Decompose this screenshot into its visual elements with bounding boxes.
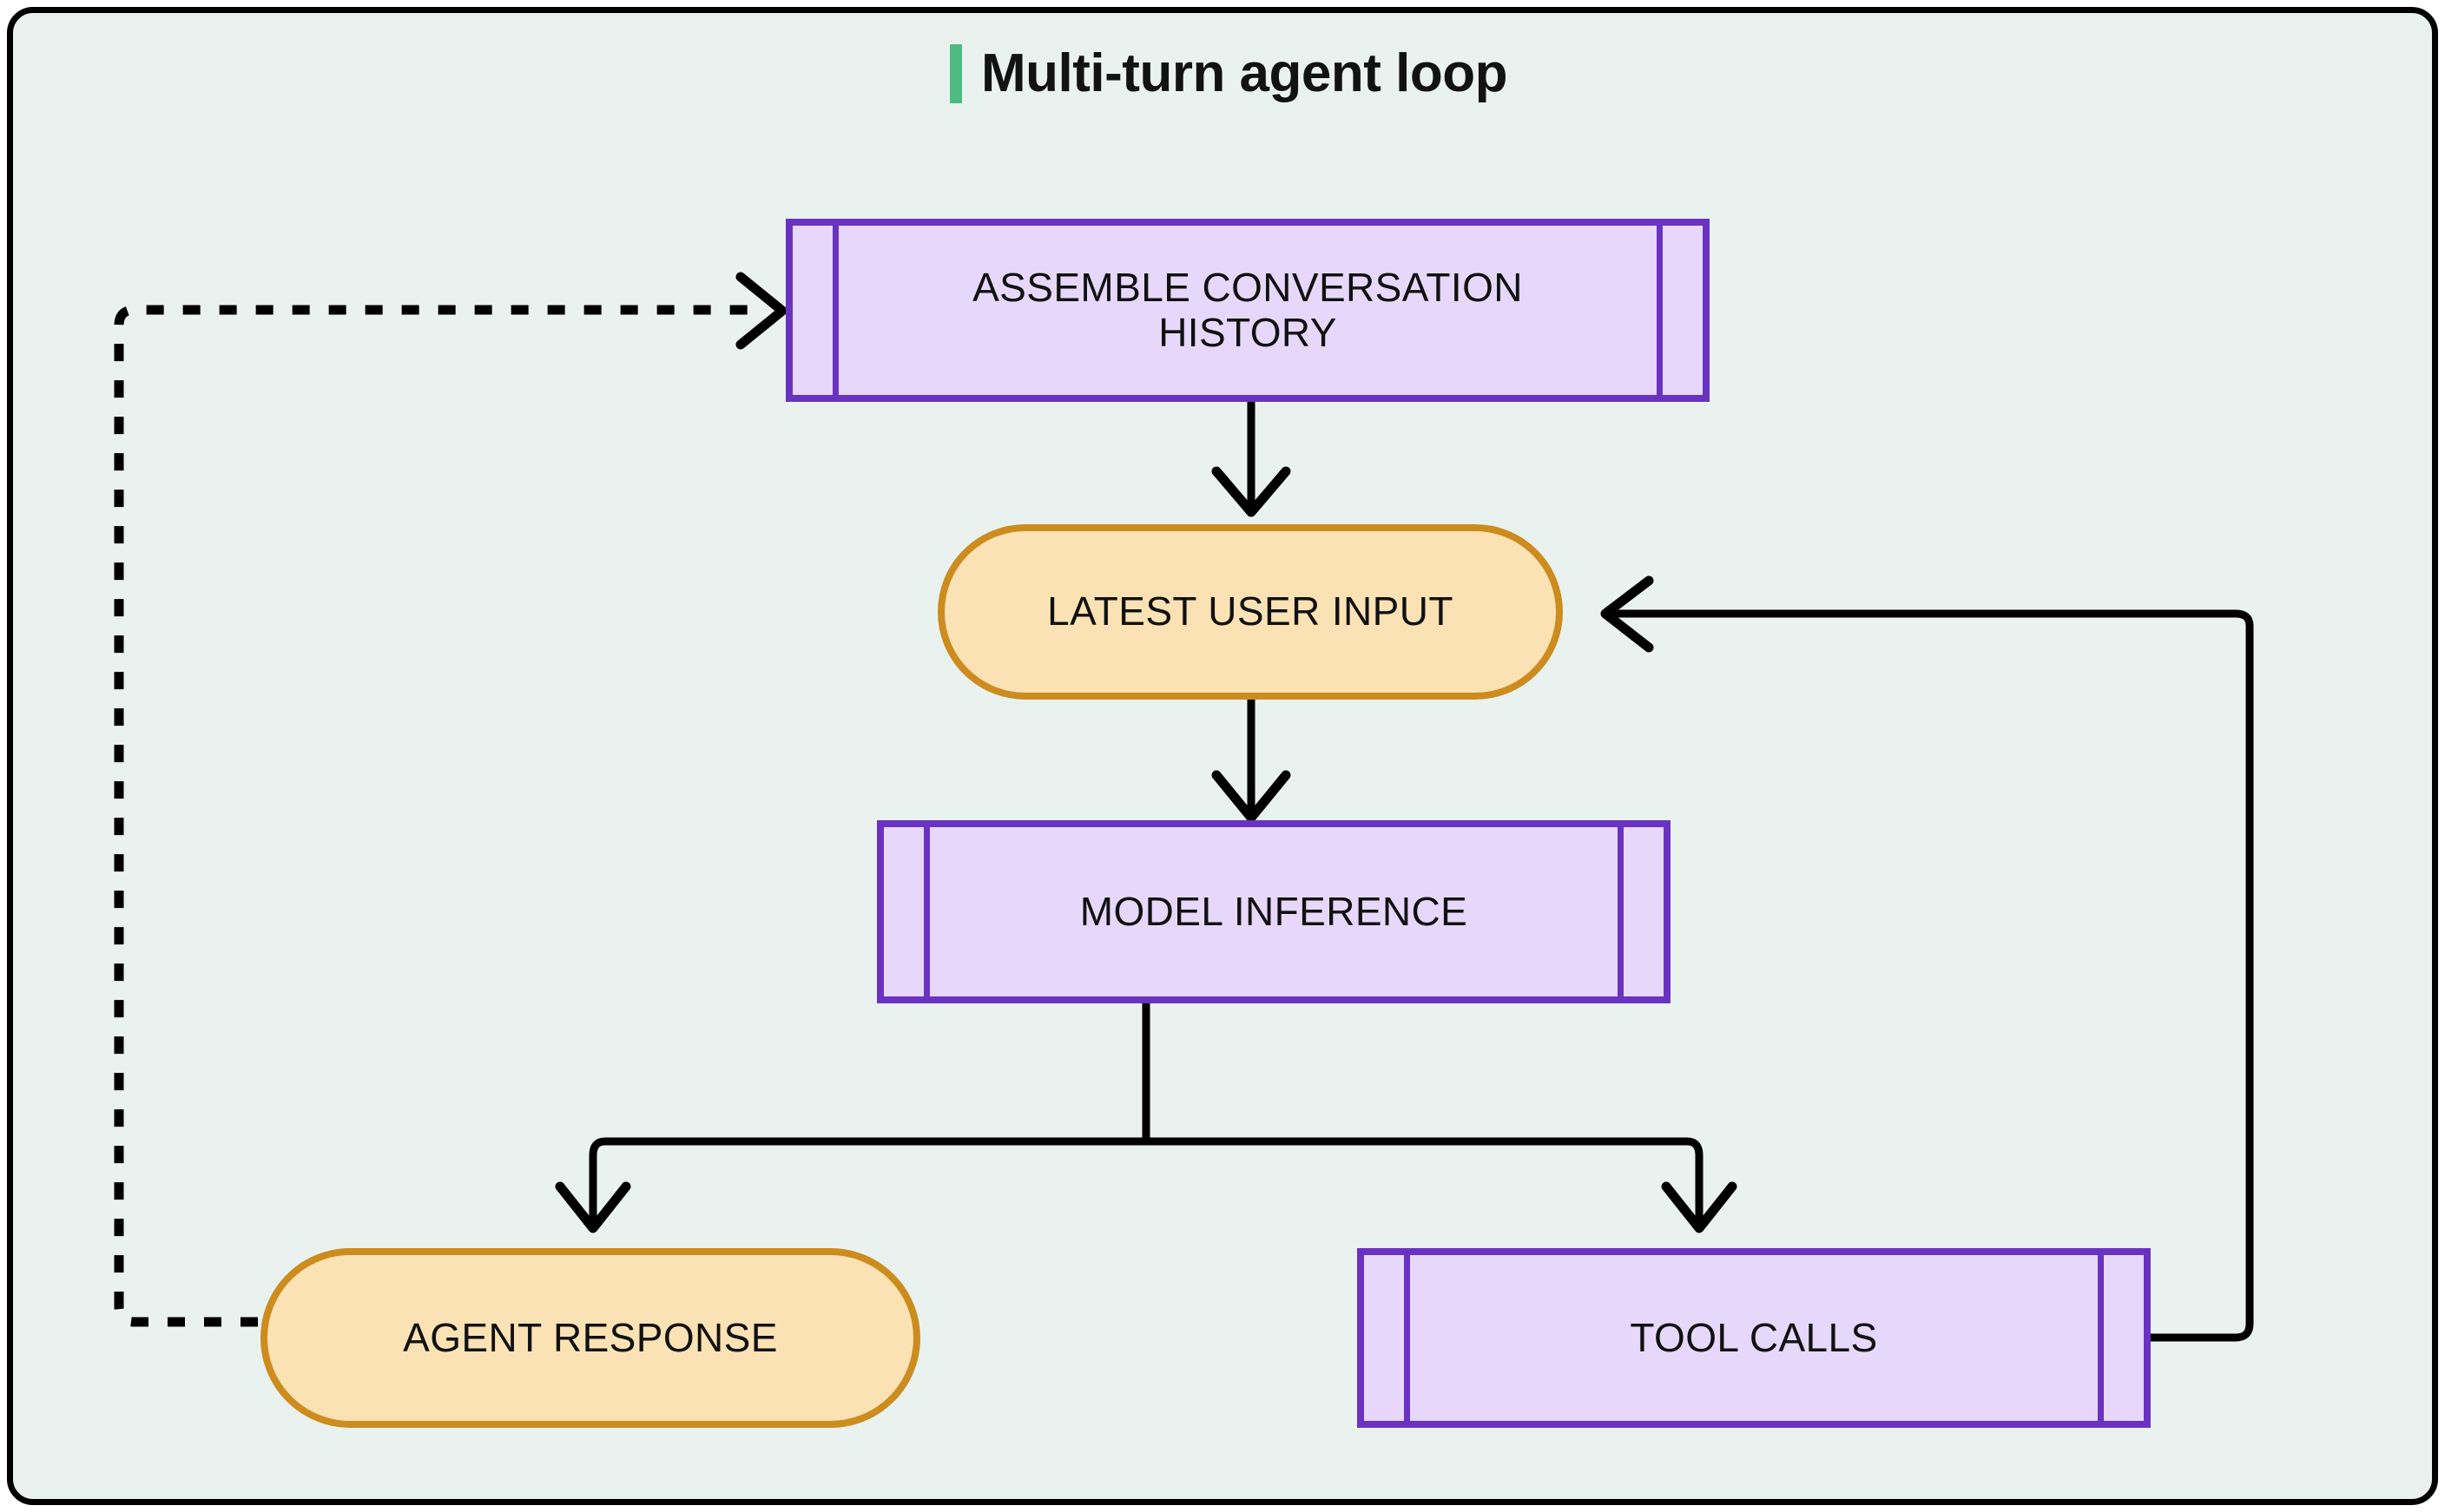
page-title: Multi-turn agent loop <box>6 43 2445 104</box>
arrowhead-to-tool-calls <box>1661 1181 1737 1233</box>
node-label-assemble-conversation-history: ASSEMBLE CONVERSATION HISTORY <box>972 264 1523 355</box>
edge-assemble-to-latest-user-input <box>1211 402 1291 517</box>
node-label-agent-response: AGENT RESPONSE <box>403 1314 778 1360</box>
page-title-text: Multi-turn agent loop <box>981 43 1507 103</box>
node-label-model-inference: MODEL INFERENCE <box>1079 888 1468 934</box>
title-accent-bar <box>950 43 963 103</box>
node-model-inference[interactable]: MODEL INFERENCE <box>877 820 1671 1003</box>
edge-tool-calls-to-latest-user-input <box>1600 575 2254 1342</box>
node-tool-calls[interactable]: TOOL CALLS <box>1357 1248 2151 1428</box>
node-label-tool-calls: TOOL CALLS <box>1630 1314 1878 1360</box>
node-assemble-conversation-history[interactable]: ASSEMBLE CONVERSATION HISTORY <box>786 219 1710 402</box>
edge-model-inference-fork <box>555 1003 1737 1233</box>
arrowhead-to-latest-user-input <box>1600 575 1654 653</box>
edge-latest-user-input-to-model-inference <box>1211 699 1291 823</box>
arrowhead-to-assemble <box>735 272 788 350</box>
node-latest-user-input[interactable]: LATEST USER INPUT <box>938 524 1563 700</box>
arrowhead-to-agent-response <box>555 1181 631 1233</box>
diagram-frame: Multi-turn agent loop <box>7 7 2438 1505</box>
edge-agent-response-to-assemble <box>114 272 788 1327</box>
node-agent-response[interactable]: AGENT RESPONSE <box>260 1248 920 1428</box>
node-label-latest-user-input: LATEST USER INPUT <box>1047 588 1453 634</box>
